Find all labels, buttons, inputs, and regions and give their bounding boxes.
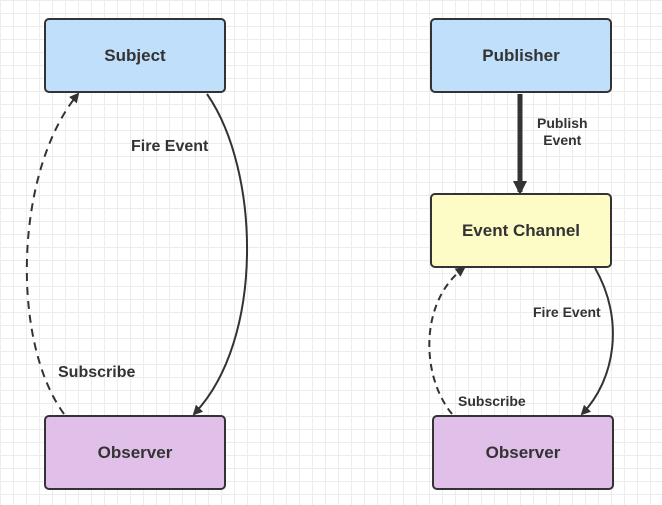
subject-node: Subject: [44, 18, 226, 93]
event-channel-node: Event Channel: [430, 193, 612, 268]
fire-event-label-right: Fire Event: [533, 304, 601, 320]
event-channel-node-label: Event Channel: [461, 220, 581, 240]
observer-node-left-label: Observer: [97, 442, 173, 462]
edge-observer-to-channel-subscribe: [428, 266, 466, 415]
subject-node-label: Subject: [104, 45, 166, 65]
subscribe-label-left: Subscribe: [58, 364, 136, 381]
edge-channel-to-observer: [580, 267, 614, 416]
publish-event-label-line1: Publish: [537, 115, 588, 131]
fire-event-label-left: Fire Event: [131, 138, 209, 155]
observer-node-right-label: Observer: [485, 442, 561, 462]
edge-observer-to-subject-subscribe: [25, 92, 80, 415]
publish-event-label-line2: Event: [543, 132, 582, 148]
observer-node-left: Observer: [44, 415, 226, 490]
publish-event-label: Publish Event: [537, 115, 588, 149]
edge-subject-to-observer: [192, 93, 248, 416]
publisher-node-label: Publisher: [482, 45, 560, 65]
publisher-node: Publisher: [430, 18, 612, 93]
subscribe-label-right: Subscribe: [458, 393, 526, 409]
observer-node-right: Observer: [432, 415, 614, 490]
